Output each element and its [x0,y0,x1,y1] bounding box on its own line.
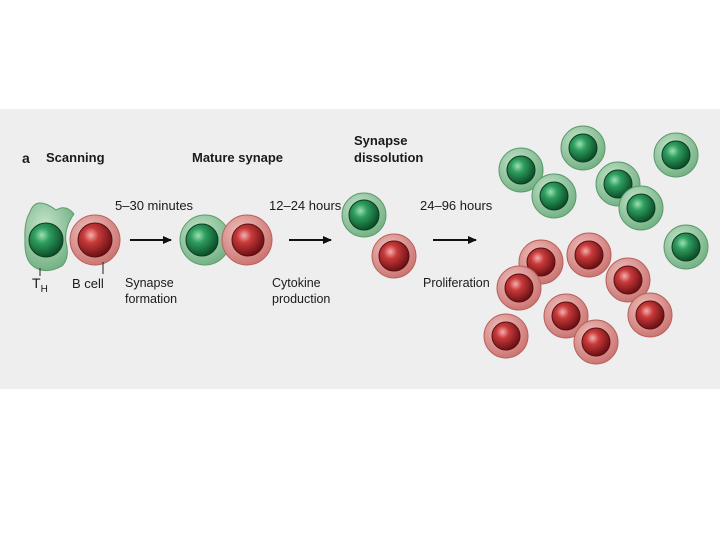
b-cell-clone [484,314,528,358]
synapse-formation-label-line2: formation [125,292,177,306]
b-cell-nucleus [232,224,264,256]
t-cell-clone [561,126,605,170]
t-helper-cell-nucleus [349,200,379,230]
b-cell-clone [497,266,541,310]
t-cell-clone [619,186,663,230]
t-cell-clone [654,133,698,177]
timing-label-3: 24–96 hours [420,198,492,213]
th-cell-label: TH [32,276,48,297]
th-cell-label-main: T [32,275,41,291]
scanning-cell-pair [25,203,120,276]
proliferation-cluster [484,126,708,364]
stage-dissolution-label-line1: Synapse [354,133,407,148]
b-cell-clone [574,320,618,364]
t-helper-cell-nucleus [186,224,218,256]
t-helper-cell-nucleus [29,223,63,257]
t-cell-clone [664,225,708,269]
stage-scanning-label: Scanning [46,150,105,165]
stage-mature-synapse-label: Mature synape [192,150,283,165]
mature-synapse-pair [180,215,272,265]
b-cell-clone [567,233,611,277]
b-cell-clone [628,293,672,337]
cytokine-production-label-line1: Cytokine [272,276,321,290]
th-cell-label-subscript: H [41,284,48,295]
timing-label-1: 5–30 minutes [115,198,193,213]
b-cell-nucleus [379,241,409,271]
cytokine-production-label-line2: production [272,292,330,306]
dissolution-pair [342,193,416,278]
timing-label-2: 12–24 hours [269,198,341,213]
stage-dissolution-label-line2: dissolution [354,150,423,165]
panel-letter: a [22,151,30,166]
t-cell-clone [532,174,576,218]
b-cell-nucleus [78,223,112,257]
synapse-formation-label-line1: Synapse [125,276,174,290]
b-cell-label: B cell [72,276,104,291]
proliferation-label: Proliferation [423,276,490,290]
